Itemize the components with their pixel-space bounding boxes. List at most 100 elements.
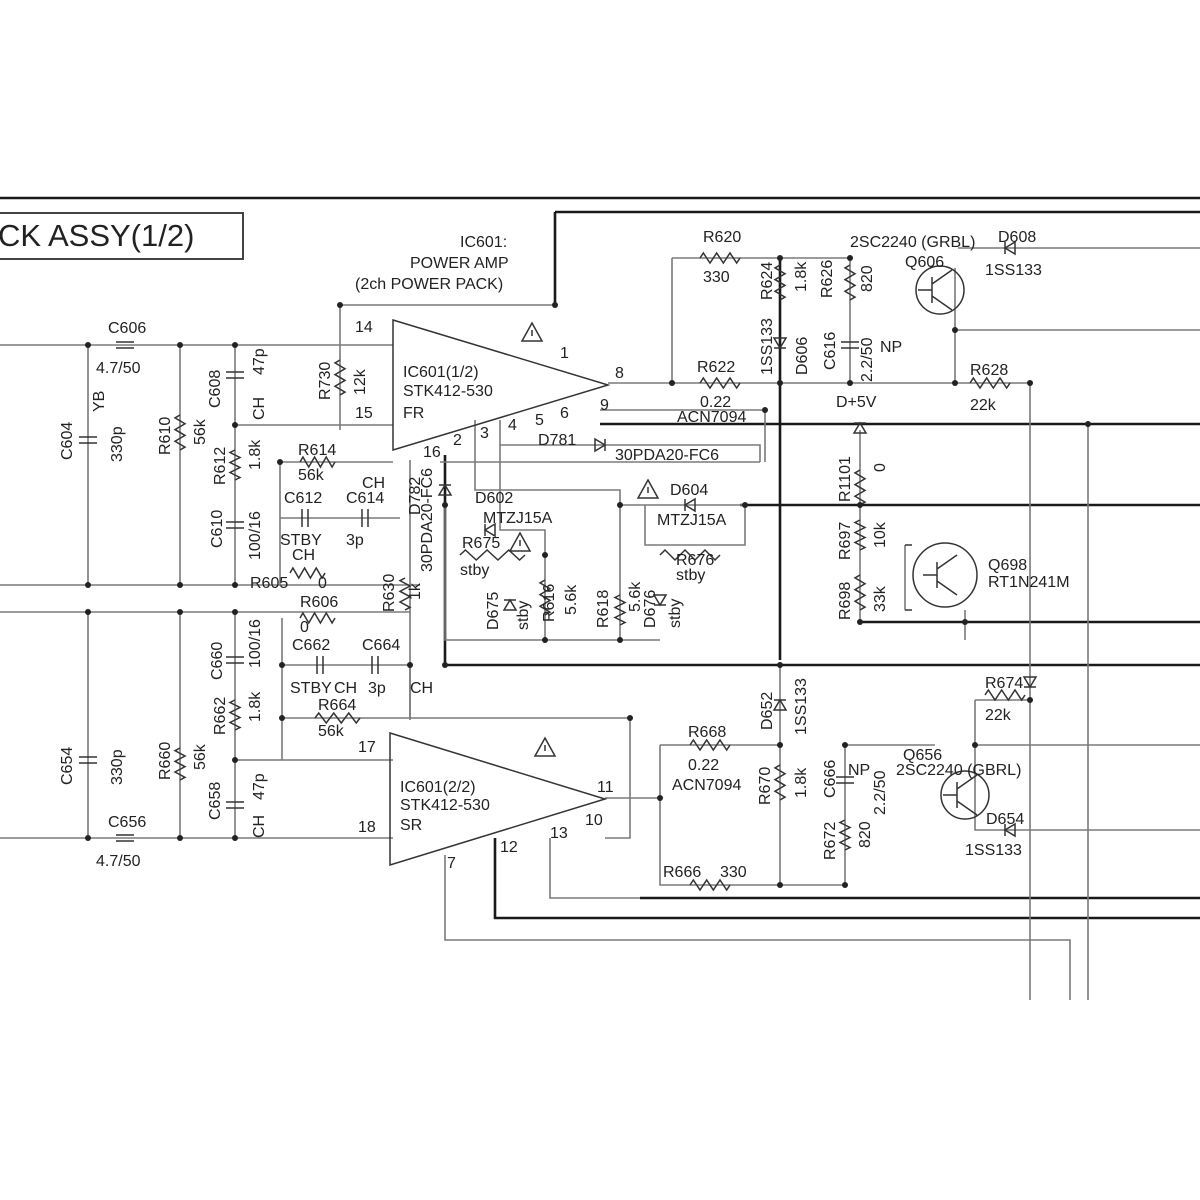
component-label: STBY [280, 532, 322, 549]
wire [620, 504, 746, 546]
component-label: R1101 [837, 456, 854, 502]
component-label: C610 [209, 510, 226, 548]
component-label: R626 [819, 260, 836, 298]
junction-dot [1027, 697, 1033, 703]
resistor [773, 264, 787, 301]
junction-dot [542, 637, 548, 643]
component-label: 5.6k [627, 581, 644, 612]
junction-dot [407, 662, 413, 668]
warning-icon [533, 736, 557, 757]
component-label: D604 [670, 482, 708, 499]
component-label: R612 [212, 447, 229, 485]
wire [474, 420, 621, 640]
junction-dot [337, 302, 343, 308]
wire [339, 304, 555, 345]
component-label: 56k [192, 418, 209, 445]
resistor [843, 264, 857, 301]
component-label: R666 [663, 864, 701, 881]
resistor [838, 819, 852, 851]
junction-dot [857, 502, 863, 508]
pin-number: 18 [358, 819, 376, 836]
component-label: 10k [872, 521, 889, 548]
component-label: 47p [251, 773, 268, 800]
component-label: 3p [346, 532, 364, 549]
component-label: R664 [318, 697, 356, 714]
resistor [538, 579, 552, 616]
junction-dot [277, 459, 283, 465]
pin-number: 13 [550, 825, 568, 842]
junction-dot [232, 342, 238, 348]
component-label: 47p [251, 348, 268, 375]
capacitor [116, 834, 134, 842]
component-label: R622 [697, 359, 735, 376]
pin-number: 3 [480, 425, 489, 442]
pin-number: 11 [597, 779, 614, 796]
component-label: 12k [352, 368, 369, 395]
component-label: C606 [108, 320, 146, 337]
component-label: C608 [207, 370, 224, 408]
page-title: CK ASSY(1/2) [0, 212, 244, 260]
junction-dot [232, 835, 238, 841]
resistor [228, 699, 242, 731]
capacitor [116, 341, 134, 349]
junction-dot [85, 609, 91, 615]
diode [652, 594, 668, 607]
capacitor [836, 776, 854, 784]
component-label: R620 [703, 229, 741, 246]
component-label: R662 [212, 697, 229, 735]
wire [549, 838, 640, 899]
component-label: R674 [985, 675, 1023, 692]
wire [605, 718, 631, 839]
component-label: YB [91, 391, 108, 412]
resistor [299, 455, 336, 469]
component-label: 100/16 [247, 619, 264, 668]
junction-dot [85, 582, 91, 588]
component-label: 56k [298, 467, 325, 484]
resistor [984, 688, 1026, 702]
junction-dot [952, 327, 958, 333]
wires [0, 196, 1200, 1000]
junction-dot [972, 742, 978, 748]
wire [659, 745, 845, 886]
junction-dot [279, 662, 285, 668]
junction-dot [777, 662, 783, 668]
component-label: D781 [538, 432, 576, 449]
component-label: R676 [676, 552, 714, 569]
resistor [459, 548, 526, 562]
component-label: 3p [368, 680, 386, 697]
component-label: Q656 [903, 747, 942, 764]
resistor [969, 376, 1011, 390]
component-label: 330p [109, 749, 126, 785]
junction-dot [857, 619, 863, 625]
junction-dot [232, 757, 238, 763]
component-label: 0 [318, 575, 327, 592]
resistor [289, 566, 326, 580]
component-label: 56k [192, 743, 209, 770]
component-label: 4.7/50 [96, 360, 141, 377]
component-label: R630 [381, 574, 398, 612]
component-label: MTZJ15A [483, 510, 553, 527]
component-label: R618 [595, 590, 612, 628]
diode [683, 497, 696, 513]
resistor [613, 594, 627, 626]
component-label: 1.8k [793, 767, 810, 798]
pin-number: 6 [560, 405, 569, 422]
resistor [853, 574, 867, 611]
component-label: RT1N241M [988, 574, 1070, 591]
capacitor [361, 509, 369, 527]
pin-number: 1 [560, 345, 569, 362]
junction-dot [1027, 380, 1033, 386]
junction-dot [847, 380, 853, 386]
component-label: Q606 [905, 254, 944, 271]
pin-number: 14 [355, 319, 373, 336]
junction-dot [777, 380, 783, 386]
component-label: 1SS133 [985, 262, 1042, 279]
component-label: 0 [872, 463, 889, 472]
transistor-body [940, 770, 990, 820]
resistor [173, 414, 187, 451]
junction-dot [777, 742, 783, 748]
component-label: 1.8k [247, 691, 264, 722]
capacitor [841, 341, 859, 349]
amp2-part: STK412-530 [400, 797, 490, 814]
resistor [173, 747, 187, 781]
